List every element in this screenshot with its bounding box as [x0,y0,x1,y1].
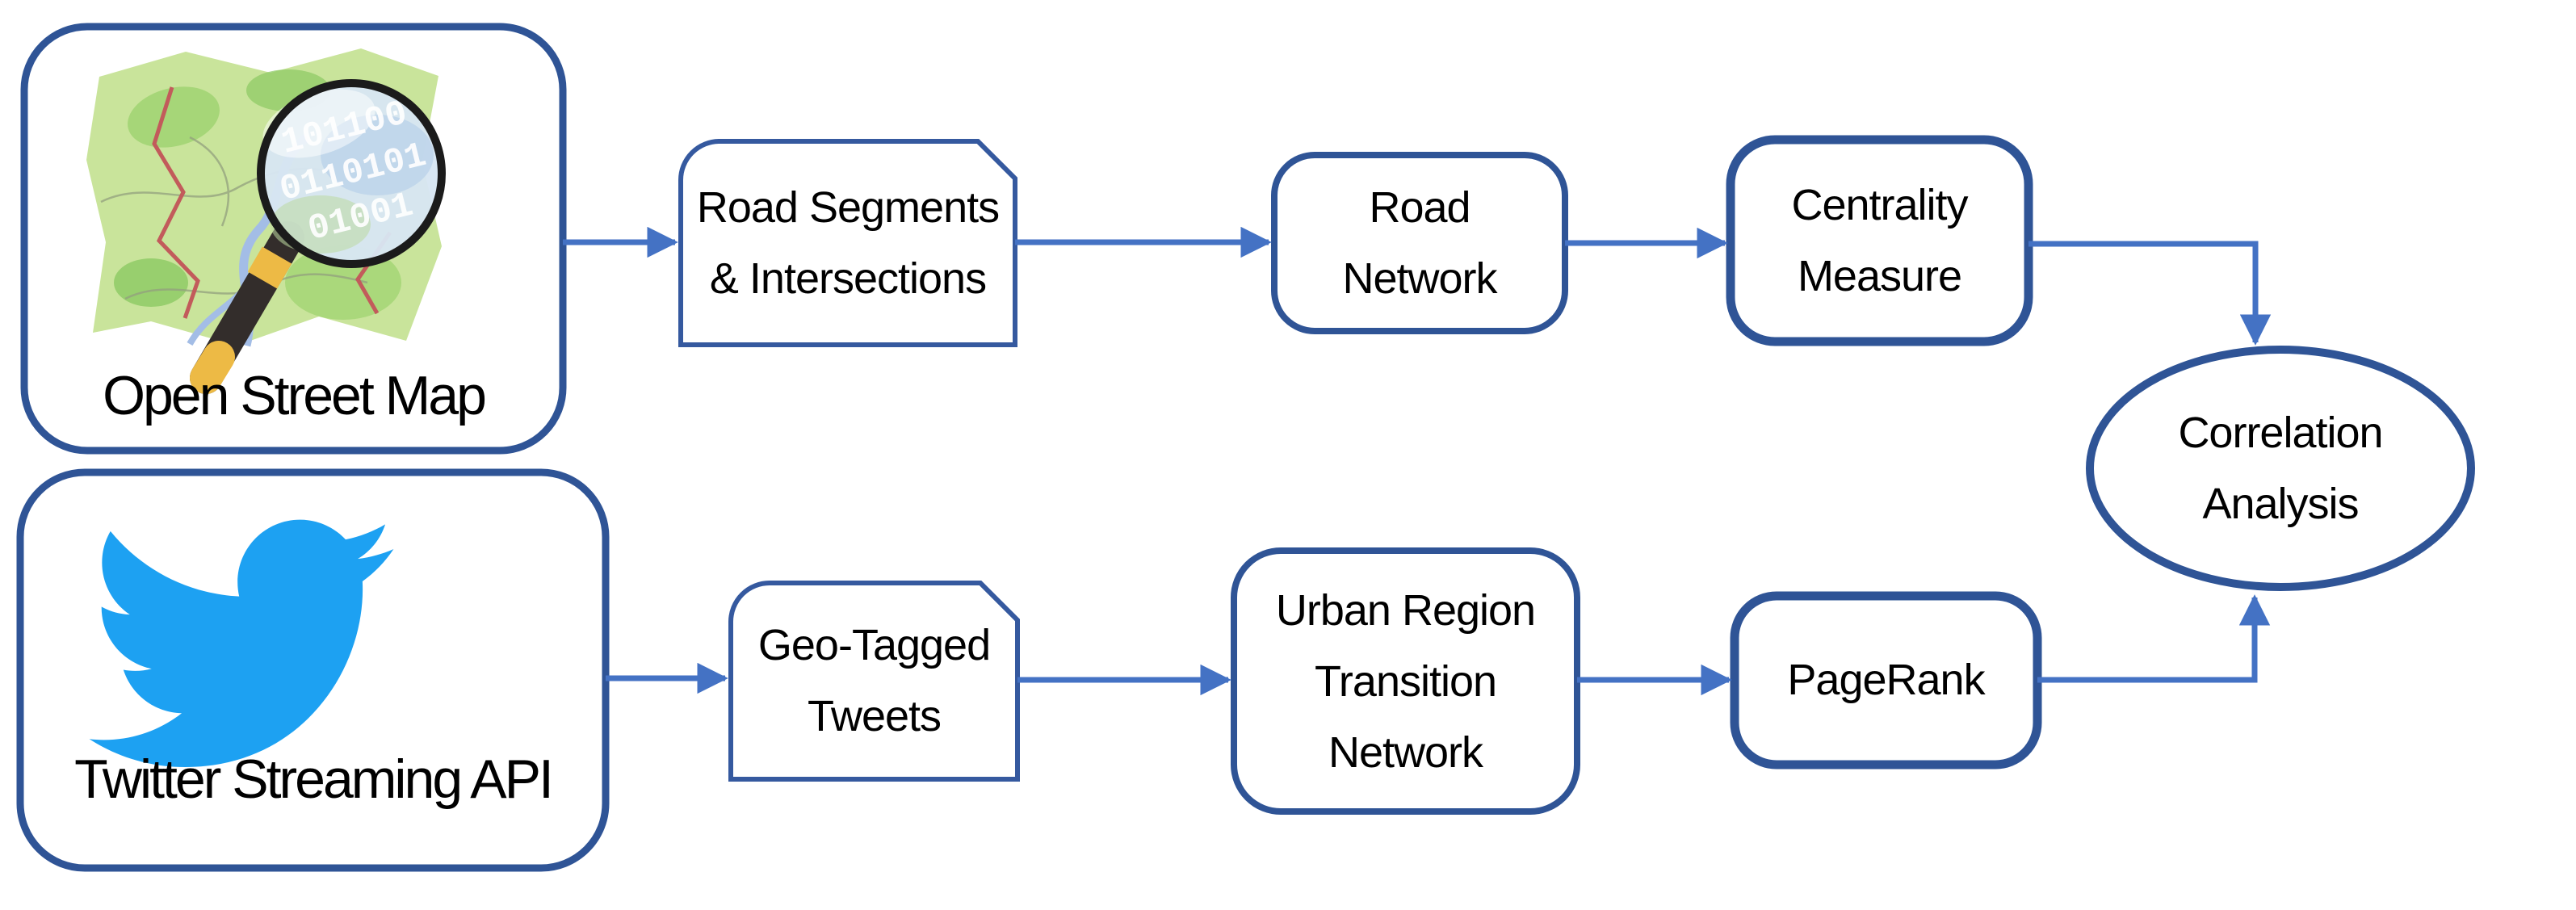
arrow-centrality-to-correlation [2028,241,2272,346]
osm-map-red-route [152,86,200,319]
urban-region-label-line1: Urban Region [1275,586,1536,635]
geo-tagged-tweets-label-line2: Tweets [807,692,942,740]
road-network-label-line1: Road [1369,183,1471,232]
road-segments-label-line1: Road Segments [696,183,1000,232]
centrality-measure-box-shape [1726,135,2033,346]
geo-tagged-tweets-label: Geo-Tagged Tweets [731,610,1017,752]
magnifier-lens-rim [257,79,446,268]
magnifier-lens-green-reflection [271,195,371,254]
road-segments-card-shape [678,139,1017,347]
urban-region-label-line3: Network [1328,728,1483,777]
correlation-analysis-label-line2: Analysis [2202,480,2359,528]
magnifier-handle-gold-tip [190,341,235,394]
centrality-measure-label-line1: Centrality [1791,181,1968,229]
arrow-pagerank-to-correlation [2037,594,2271,683]
road-segments-label-line2: & Intersections [709,254,987,303]
twitter-label: Twitter Streaming API [74,749,554,810]
urban-region-label: Urban Region Transition Network [1234,575,1577,788]
osm-logo-icon: 101100 0110101 01001 [86,48,446,394]
magnifier-handle-gold-band [247,246,292,289]
pagerank-label: PageRank [1787,656,1985,704]
road-segments-label: Road Segments & Intersections [681,172,1015,314]
twitter-bird-icon [89,519,394,768]
correlation-analysis-label: Correlation Analysis [2090,397,2471,539]
centrality-measure-label: Centrality Measure [1731,170,2028,312]
correlation-analysis-label-line1: Correlation [2178,409,2383,457]
geo-tagged-tweets-card-shape [728,581,1020,782]
road-network-label-line2: Network [1342,254,1497,303]
correlation-analysis-ellipse-shape [2086,346,2475,591]
road-network-label: Road Network [1274,172,1565,314]
osm-label: Open Street Map [103,365,487,426]
centrality-measure-label-line2: Measure [1797,252,1962,300]
geo-tagged-tweets-label-line1: Geo-Tagged [757,621,991,669]
urban-region-label-line2: Transition [1314,657,1497,706]
